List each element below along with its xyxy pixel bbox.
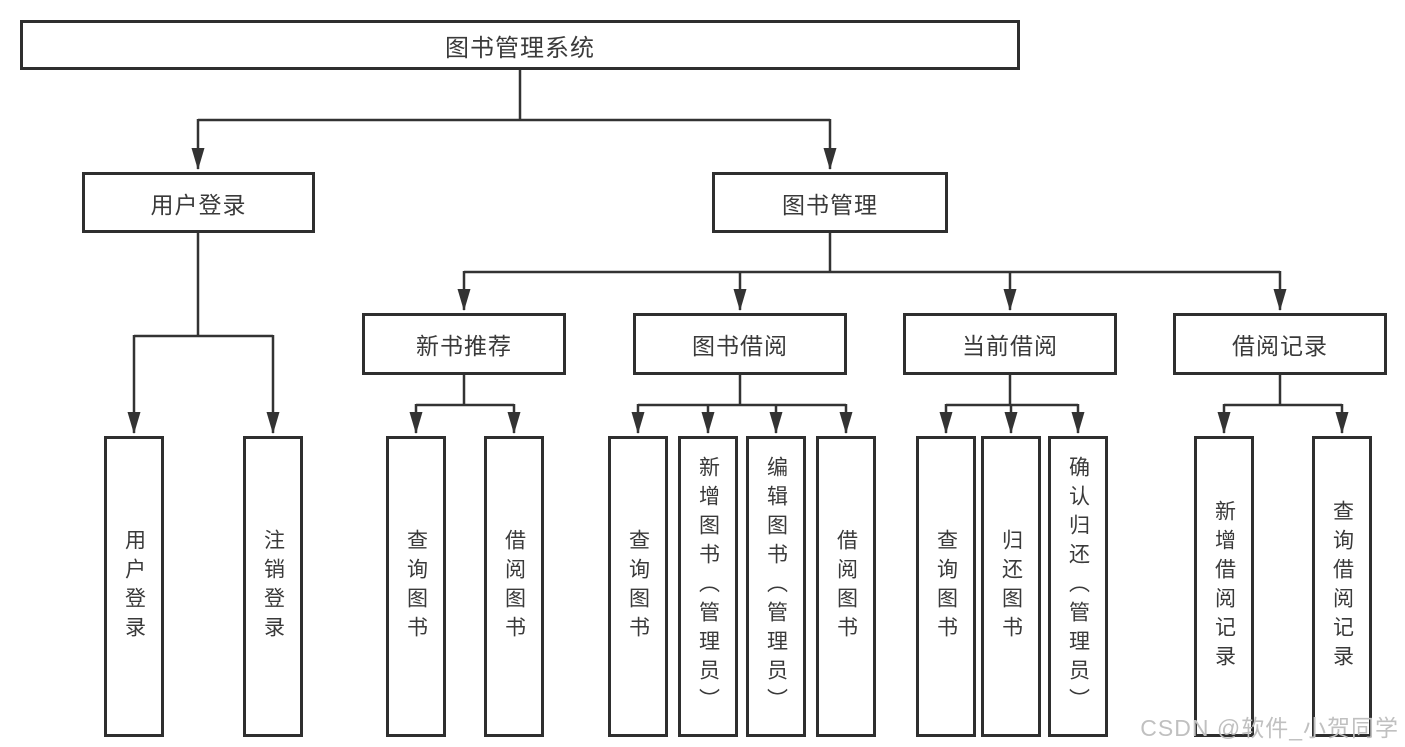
leaf-recommend-query-book: 查询图书: [386, 436, 446, 737]
leaf-recommend-borrow-book: 借阅图书: [484, 436, 544, 737]
leaf-add-borrow-record: 新增借阅记录: [1194, 436, 1254, 737]
leaf-confirm-return-admin: 确认归还（管理员）: [1048, 436, 1108, 737]
node-book-management: 图书管理: [712, 172, 948, 233]
node-book-borrow: 图书借阅: [633, 313, 847, 375]
leaf-borrow-book: 借阅图书: [816, 436, 876, 737]
node-current-borrow: 当前借阅: [903, 313, 1117, 375]
leaf-return-book: 归还图书: [981, 436, 1041, 737]
leaf-user-login: 用户登录: [104, 436, 164, 737]
node-borrow-records: 借阅记录: [1173, 313, 1387, 375]
leaf-add-book-admin: 新增图书（管理员）: [678, 436, 738, 737]
csdn-watermark: CSDN @软件_小贺同学: [1140, 715, 1399, 741]
leaf-edit-book-admin: 编辑图书（管理员）: [746, 436, 806, 737]
leaf-logout: 注销登录: [243, 436, 303, 737]
leaf-current-query-book: 查询图书: [916, 436, 976, 737]
node-user-login: 用户登录: [82, 172, 315, 233]
leaf-borrow-query-book: 查询图书: [608, 436, 668, 737]
node-new-book-recommend: 新书推荐: [362, 313, 566, 375]
node-root-system: 图书管理系统: [20, 20, 1020, 70]
leaf-query-borrow-record: 查询借阅记录: [1312, 436, 1372, 737]
